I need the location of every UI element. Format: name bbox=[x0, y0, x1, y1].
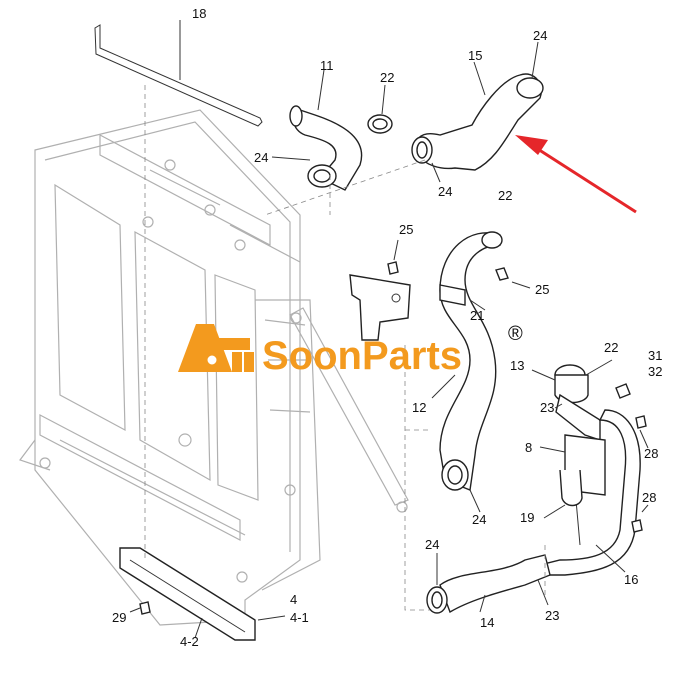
part-14-hose bbox=[426, 553, 551, 614]
part-21-bracket bbox=[349, 274, 486, 341]
part-24-clamps bbox=[271, 156, 481, 513]
label-19: 19 bbox=[520, 510, 534, 525]
label-28-a: 28 bbox=[644, 446, 658, 461]
part-4-crossbar bbox=[119, 547, 286, 641]
label-24-below-15: 24 bbox=[438, 184, 452, 199]
radiator-assembly bbox=[19, 109, 409, 626]
part-19-ubolt bbox=[543, 469, 583, 519]
label-4: 4 bbox=[290, 592, 297, 607]
label-29: 29 bbox=[112, 610, 126, 625]
label-22-mid: 22 bbox=[498, 188, 512, 203]
label-21: 21 bbox=[470, 308, 484, 323]
part-25-bolts bbox=[387, 239, 531, 289]
label-23-mid: 23 bbox=[540, 400, 554, 415]
label-32: 32 bbox=[648, 364, 662, 379]
label-11: 11 bbox=[320, 58, 334, 73]
label-24-left-14: 24 bbox=[425, 537, 439, 552]
label-15: 15 bbox=[468, 48, 482, 63]
label-24-left: 24 bbox=[254, 150, 268, 165]
brand-name: SoonParts bbox=[262, 334, 462, 378]
label-22-cap: 22 bbox=[604, 340, 618, 355]
label-31: 31 bbox=[648, 348, 662, 363]
part-22-clamp-top bbox=[367, 84, 393, 134]
guide-lines bbox=[144, 85, 546, 611]
label-22-top: 22 bbox=[380, 70, 394, 85]
label-8: 8 bbox=[525, 440, 532, 455]
highlight-arrow bbox=[515, 135, 637, 214]
part-15-hose bbox=[411, 41, 544, 183]
part-28-bolts bbox=[615, 383, 649, 533]
part-11-hose bbox=[289, 69, 363, 191]
label-13: 13 bbox=[510, 358, 524, 373]
label-25-b: 25 bbox=[535, 282, 549, 297]
label-23-bottom: 23 bbox=[545, 608, 559, 623]
callout-labels: 18 11 22 24 15 24 24 22 25 25 21 13 22 3… bbox=[112, 6, 662, 649]
brand-logo: SoonParts ® bbox=[178, 323, 523, 378]
part-13-fitting bbox=[531, 359, 613, 441]
label-25-a: 25 bbox=[399, 222, 413, 237]
label-4-2: 4-2 bbox=[180, 634, 199, 649]
part-16-pipe bbox=[537, 409, 641, 576]
part-29-bolt bbox=[129, 601, 151, 615]
label-18: 18 bbox=[192, 6, 206, 21]
label-12: 12 bbox=[412, 400, 426, 415]
label-16: 16 bbox=[624, 572, 638, 587]
registered-mark: ® bbox=[508, 323, 523, 345]
part-18-rod bbox=[94, 20, 263, 127]
label-24-bottom-12: 24 bbox=[472, 512, 486, 527]
label-4-1: 4-1 bbox=[290, 610, 309, 625]
label-14: 14 bbox=[480, 615, 494, 630]
brand-logo-icon bbox=[178, 324, 254, 372]
part-12-hose bbox=[431, 231, 503, 491]
label-24-topright: 24 bbox=[533, 28, 547, 43]
label-28-b: 28 bbox=[642, 490, 656, 505]
